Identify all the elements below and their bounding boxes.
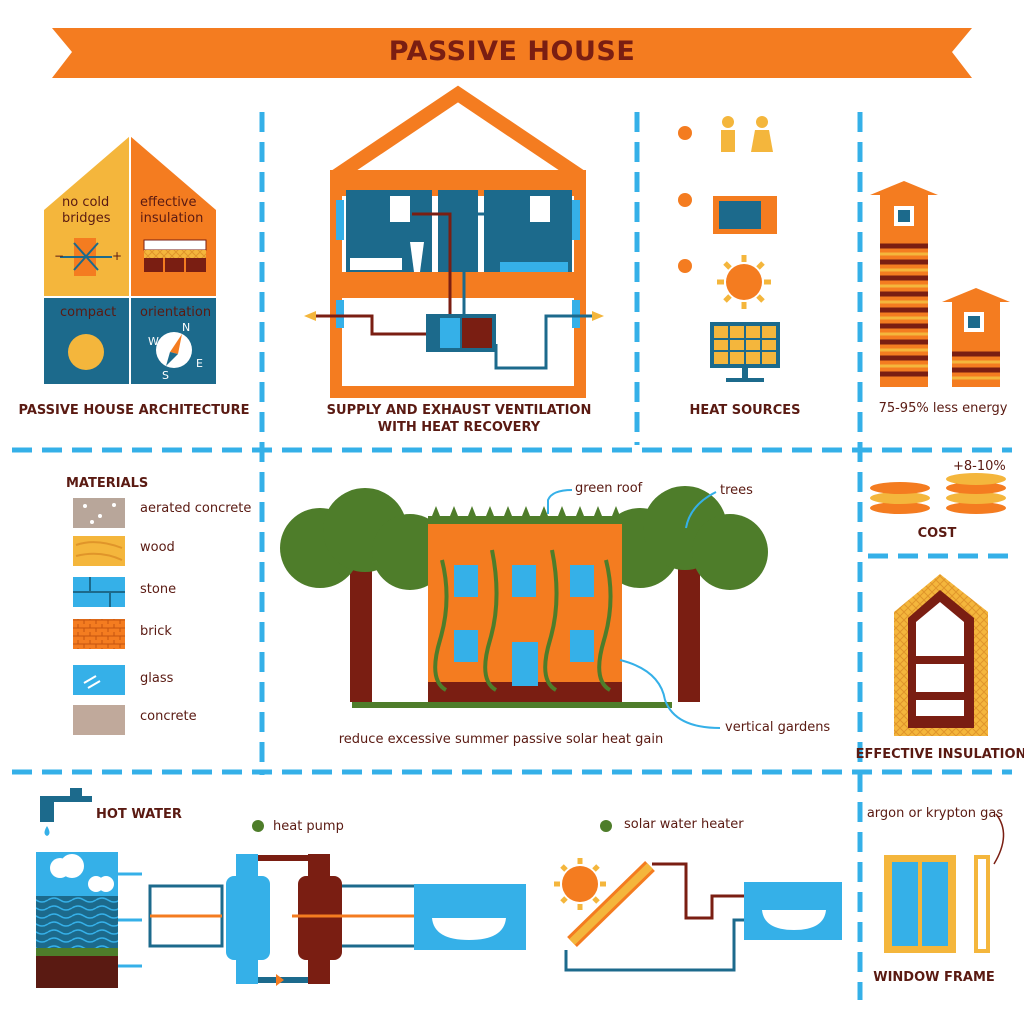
- hot-water-heading: HOT WATER: [96, 807, 182, 822]
- ventilation-caption-line2: WITH HEAT RECOVERY: [377, 420, 541, 435]
- title-banner: [52, 28, 972, 78]
- compact-label: compact: [60, 305, 117, 320]
- energy-caption: 75-95% less energy: [878, 401, 1008, 416]
- plus-sign: +: [112, 249, 123, 263]
- page-title: PASSIVE HOUSE: [388, 36, 636, 67]
- material-item: glass: [140, 671, 174, 686]
- compass-w: W: [148, 335, 159, 348]
- insulation-label-line1: effective: [140, 195, 197, 210]
- architecture-caption: PASSIVE HOUSE ARCHITECTURE: [18, 403, 250, 418]
- cost-coins: [870, 473, 1006, 514]
- insulation-caption: EFFECTIVE INSULATION: [855, 747, 1024, 762]
- insulation-label-line2: insulation: [140, 211, 204, 226]
- window-frame-caption: WINDOW FRAME: [873, 970, 995, 985]
- insulation-house: [894, 574, 988, 736]
- solar-gain-caption: reduce excessive summer passive solar he…: [338, 732, 664, 747]
- ventilation-caption-line1: SUPPLY AND EXHAUST VENTILATION: [326, 403, 592, 418]
- compass-n: N: [182, 321, 191, 334]
- material-item: aerated concrete: [140, 501, 252, 516]
- hot-water-diagram: [36, 788, 842, 988]
- window-frame-icon: [884, 813, 1005, 953]
- argon-gas-label: argon or krypton gas: [866, 806, 1004, 821]
- material-item: brick: [140, 624, 172, 639]
- green-roof-label: green roof: [575, 481, 643, 496]
- trees-label: trees: [720, 483, 753, 498]
- heat-sources-caption: HEAT SOURCES: [689, 403, 801, 418]
- compass-e: E: [196, 357, 203, 370]
- energy-buildings: [870, 181, 1010, 387]
- orientation-label: orientation: [140, 305, 212, 320]
- no-cold-label-line2: bridges: [62, 211, 111, 226]
- compass-s: S: [162, 369, 169, 382]
- architecture-house-diagram: [44, 136, 216, 384]
- materials-swatches: [73, 498, 125, 735]
- cost-value: +8-10%: [953, 459, 1006, 474]
- no-cold-label-line1: no cold: [62, 195, 110, 210]
- green-building-scene: [280, 486, 768, 729]
- heat-sources-icons: [678, 116, 780, 382]
- cost-caption: COST: [917, 526, 957, 541]
- vertical-gardens-label: vertical gardens: [725, 720, 831, 735]
- ventilation-house-diagram: [304, 85, 604, 398]
- material-item: concrete: [140, 709, 197, 724]
- grid-dividers: [12, 112, 1012, 1000]
- solar-water-heater-label: solar water heater: [624, 817, 744, 832]
- minus-sign: −: [54, 249, 65, 263]
- material-item: stone: [140, 582, 177, 597]
- materials-heading: MATERIALS: [66, 476, 149, 491]
- heat-pump-label: heat pump: [273, 819, 344, 834]
- material-item: wood: [140, 540, 175, 555]
